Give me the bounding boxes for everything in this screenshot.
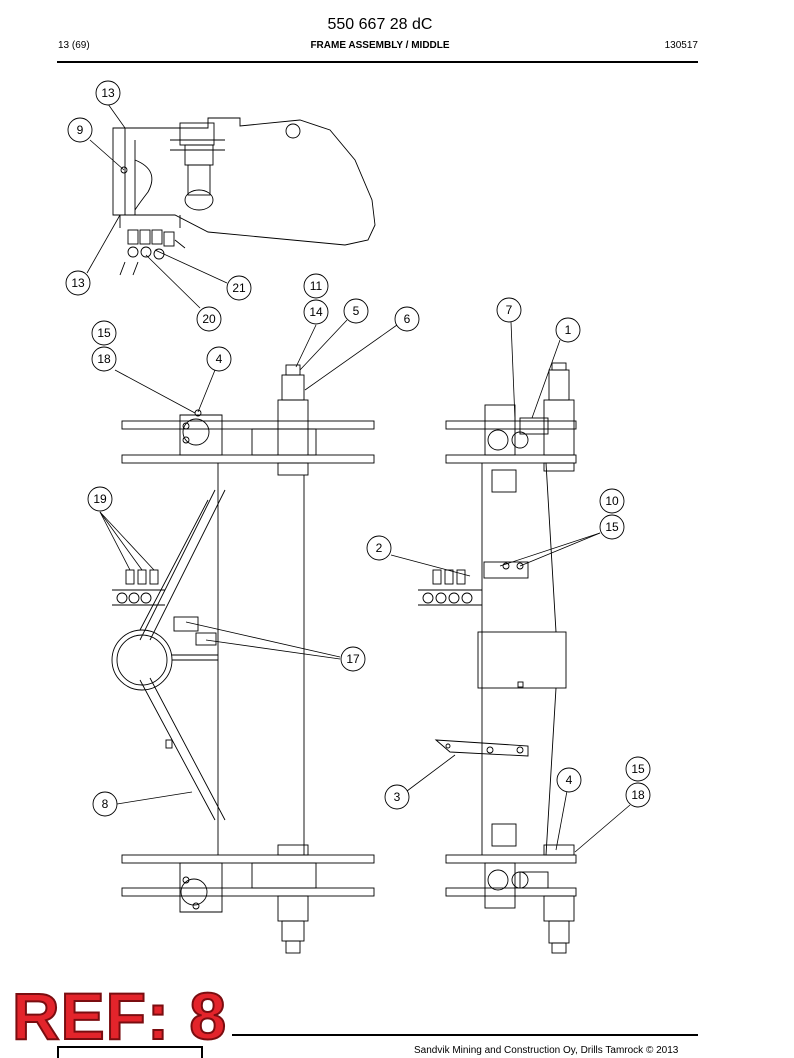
callout-3 — [384, 784, 410, 810]
callout-label: 8 — [102, 797, 109, 811]
callout-label: 19 — [93, 492, 107, 506]
callout-label: 11 — [310, 279, 323, 293]
section-title: FRAME ASSEMBLY / MIDDLE — [310, 40, 450, 51]
header-divider — [57, 61, 698, 63]
callout-21 — [226, 275, 252, 301]
footer-divider — [232, 1034, 698, 1036]
leader-lines — [86, 103, 631, 853]
callout-label: 7 — [506, 303, 513, 317]
document-number: 550 667 28 dC — [327, 16, 433, 33]
callout-13-lower — [65, 270, 91, 296]
callout-label: 1 — [565, 323, 572, 337]
callout-label: 13 — [101, 86, 115, 100]
callout-15-middle — [599, 514, 625, 540]
callout-5 — [343, 298, 369, 324]
callout-19 — [87, 486, 113, 512]
callout-9 — [67, 117, 93, 143]
callout-label: 15 — [631, 762, 645, 776]
callout-label: 18 — [631, 788, 645, 802]
callout-label: 15 — [97, 326, 111, 340]
callout-11 — [303, 273, 329, 299]
left-frame-view — [111, 364, 375, 954]
callout-labels: 13 9 13 21 20 11 14 5 6 7 1 15 18 4 19 1… — [71, 86, 645, 811]
callout-label: 6 — [404, 312, 411, 326]
callout-10 — [599, 488, 625, 514]
callout-15-lower — [625, 756, 651, 782]
callout-18-upper — [91, 346, 117, 372]
callout-label: 3 — [394, 790, 401, 804]
callout-label: 17 — [346, 652, 360, 666]
callout-2 — [366, 535, 392, 561]
drawing-linework — [86, 103, 631, 954]
callout-balloons — [65, 80, 651, 817]
callout-13-top — [95, 80, 121, 106]
callout-label: 10 — [605, 494, 619, 508]
callout-1 — [555, 317, 581, 343]
right-frame-view — [418, 362, 577, 954]
footer-copyright: Sandvik Mining and Construction Oy, Dril… — [414, 1045, 679, 1056]
callout-17 — [340, 646, 366, 672]
callout-label: 4 — [216, 352, 223, 366]
callout-label: 15 — [605, 520, 619, 534]
callout-18-lower — [625, 782, 651, 808]
callout-label: 9 — [77, 123, 84, 137]
page-count: 13 (69) — [58, 40, 90, 51]
callout-4-lower — [556, 767, 582, 793]
callout-label: 5 — [353, 304, 360, 318]
callout-20 — [196, 306, 222, 332]
callout-7 — [496, 297, 522, 323]
callout-label: 21 — [232, 281, 246, 295]
ref-stamp: REF: 8 — [11, 979, 228, 1053]
callout-label: 13 — [71, 276, 85, 290]
callout-label: 4 — [566, 773, 573, 787]
company-logo — [57, 1046, 203, 1058]
document-date: 130517 — [664, 40, 698, 51]
callout-15-upper — [91, 320, 117, 346]
callout-label: 14 — [309, 305, 323, 319]
callout-label: 2 — [376, 541, 383, 555]
callout-6 — [394, 306, 420, 332]
callout-14 — [303, 299, 329, 325]
callout-4-upper — [206, 346, 232, 372]
callout-8 — [92, 791, 118, 817]
callout-label: 20 — [202, 312, 216, 326]
top-detail — [112, 117, 376, 276]
callout-label: 18 — [97, 352, 111, 366]
